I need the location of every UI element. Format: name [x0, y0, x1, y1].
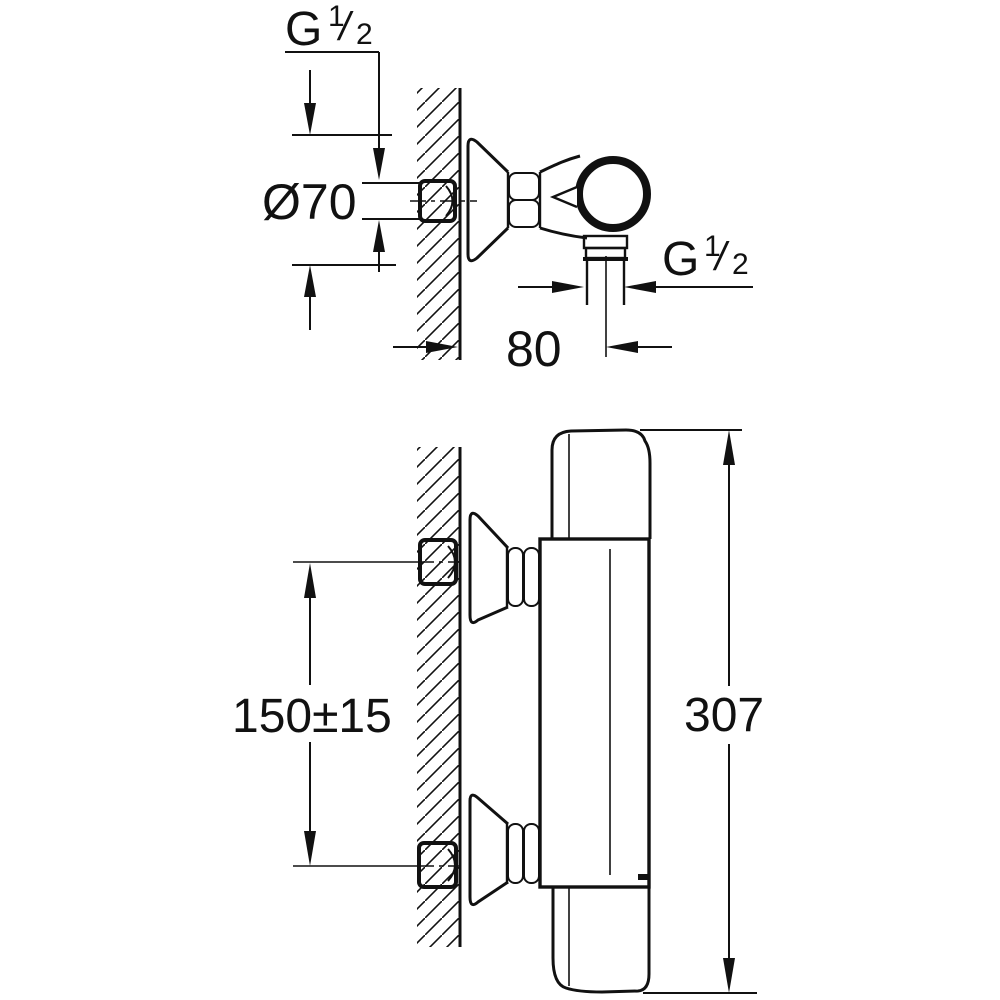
handle-cap-top: [550, 428, 652, 539]
hex-nut-lower-flat: [508, 199, 540, 228]
mixer-body: [538, 537, 651, 889]
arrowhead-right: [552, 281, 584, 293]
escutcheon: [468, 793, 509, 907]
dimension-wall-to-outlet: 80: [393, 321, 672, 377]
valve-body-bottom-edge: [539, 226, 588, 240]
arrowhead-down: [304, 831, 316, 866]
arrowhead-right: [426, 341, 458, 353]
wall-hatch-top: [417, 88, 460, 360]
escutcheon: [466, 137, 510, 263]
connection-upper: [293, 511, 542, 625]
escutcheon: [468, 511, 510, 625]
outlet-nut-upper: [582, 234, 629, 250]
plan-view: 150±15 307: [232, 428, 764, 994]
connection-spacing-label: 150±15: [232, 690, 392, 743]
dimension-thread-top: G 1 / 2: [285, 0, 385, 272]
arrowhead-left: [624, 281, 656, 293]
arrowhead-down: [723, 958, 735, 993]
hex-nut-right-flat: [523, 823, 540, 884]
thread-top-label: G 1 / 2: [285, 0, 373, 56]
hex-nut-upper-flat: [508, 172, 540, 201]
arrowhead-up: [304, 563, 316, 598]
dimension-connection-spacing: 150±15: [232, 563, 392, 866]
side-view: G 1 / 2 Ø70 80: [262, 0, 753, 377]
arrowhead-down: [373, 148, 385, 180]
thermostat-knob: [575, 156, 651, 232]
body-step-detail: [638, 874, 649, 880]
knob-grip-notch: [549, 185, 578, 209]
arrowhead-up: [373, 220, 385, 252]
hex-nut-left-flat: [507, 823, 524, 884]
overall-length-label: 307: [684, 689, 764, 742]
arrowhead-up: [304, 265, 316, 297]
thread-outlet-label: G 1 / 2: [662, 230, 749, 286]
union-nut-chamfer-arc: [447, 545, 456, 579]
union-nut-chamfer-arc: [447, 848, 456, 882]
dimension-overall-length: 307: [640, 429, 764, 994]
connection-lower: [293, 793, 542, 907]
handle-cap-bottom: [551, 887, 651, 994]
arrowhead-left: [606, 341, 638, 353]
wall-hatch-bottom: [417, 447, 460, 947]
wall-to-outlet-label: 80: [506, 321, 562, 377]
dimension-escutcheon-diameter: Ø70: [262, 70, 396, 330]
hex-nut-right-flat: [523, 547, 540, 607]
dimension-thread-outlet: G 1 / 2: [518, 230, 753, 293]
arrowhead-down: [304, 103, 316, 135]
valve-body-top-edge: [539, 154, 581, 174]
arrowhead-up: [723, 430, 735, 465]
escutcheon-diameter-label: Ø70: [262, 174, 357, 230]
hex-nut-left-flat: [507, 547, 524, 607]
